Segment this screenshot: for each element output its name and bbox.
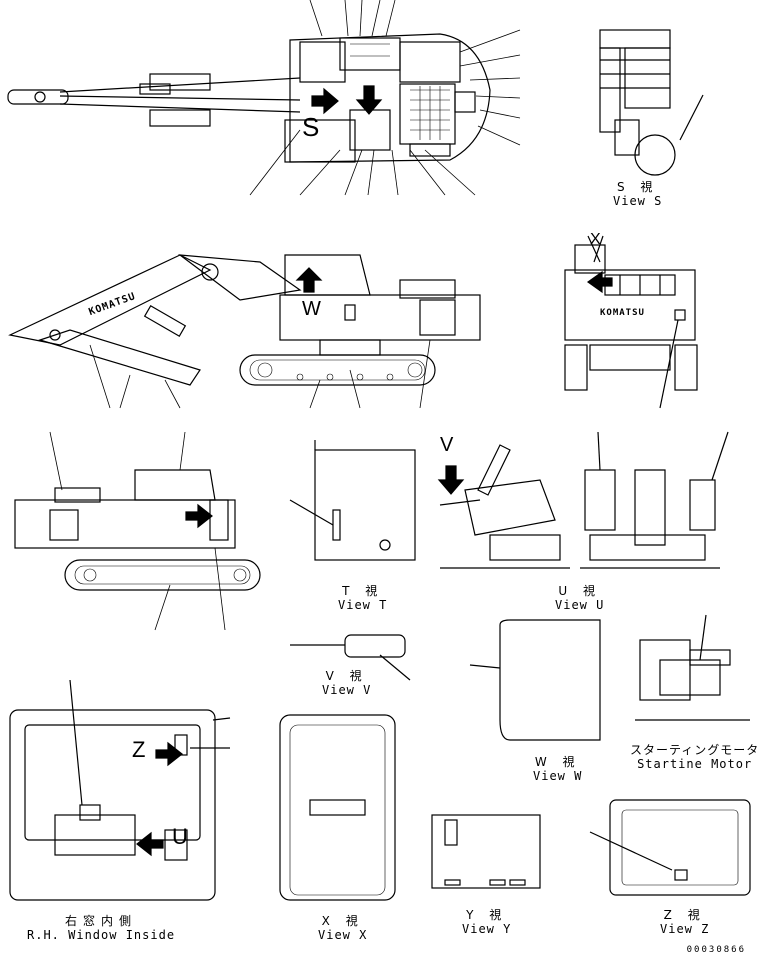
arrow-right-icon [185, 503, 213, 529]
rear-view-machine [564, 235, 698, 409]
view-v-drawing [290, 634, 411, 681]
document-number: 00030866 [686, 945, 746, 955]
view-u-drawing [439, 431, 729, 569]
top-view-machine [7, 0, 521, 196]
view-y-drawing [431, 814, 541, 889]
side-view-machine [8, 254, 481, 409]
arrow-right-icon [155, 741, 183, 767]
brand-rear: KOMATSU [600, 308, 645, 318]
view-t-drawing [289, 440, 416, 561]
arrow-left-icon [136, 831, 164, 857]
arrow-down-icon [437, 465, 465, 495]
marker-u: U [172, 824, 189, 849]
side-view-rh-machine [14, 431, 261, 631]
view-z-drawing [589, 799, 751, 896]
view-s-drawing [599, 29, 704, 176]
marker-x: X [590, 231, 602, 248]
view-x-drawing [279, 714, 396, 901]
marker-w: W [302, 298, 322, 320]
view-w-drawing [469, 619, 601, 741]
marker-z: Z [132, 737, 147, 762]
arrow-right-icon [311, 87, 339, 115]
marker-v: V [440, 434, 455, 456]
arrow-down-icon [355, 85, 383, 115]
arrow-left-icon [586, 270, 613, 294]
arrow-up-icon [295, 267, 323, 293]
starting-motor-drawing [635, 614, 750, 721]
window-inside-drawing [9, 679, 231, 901]
marker-s: S [302, 112, 321, 142]
